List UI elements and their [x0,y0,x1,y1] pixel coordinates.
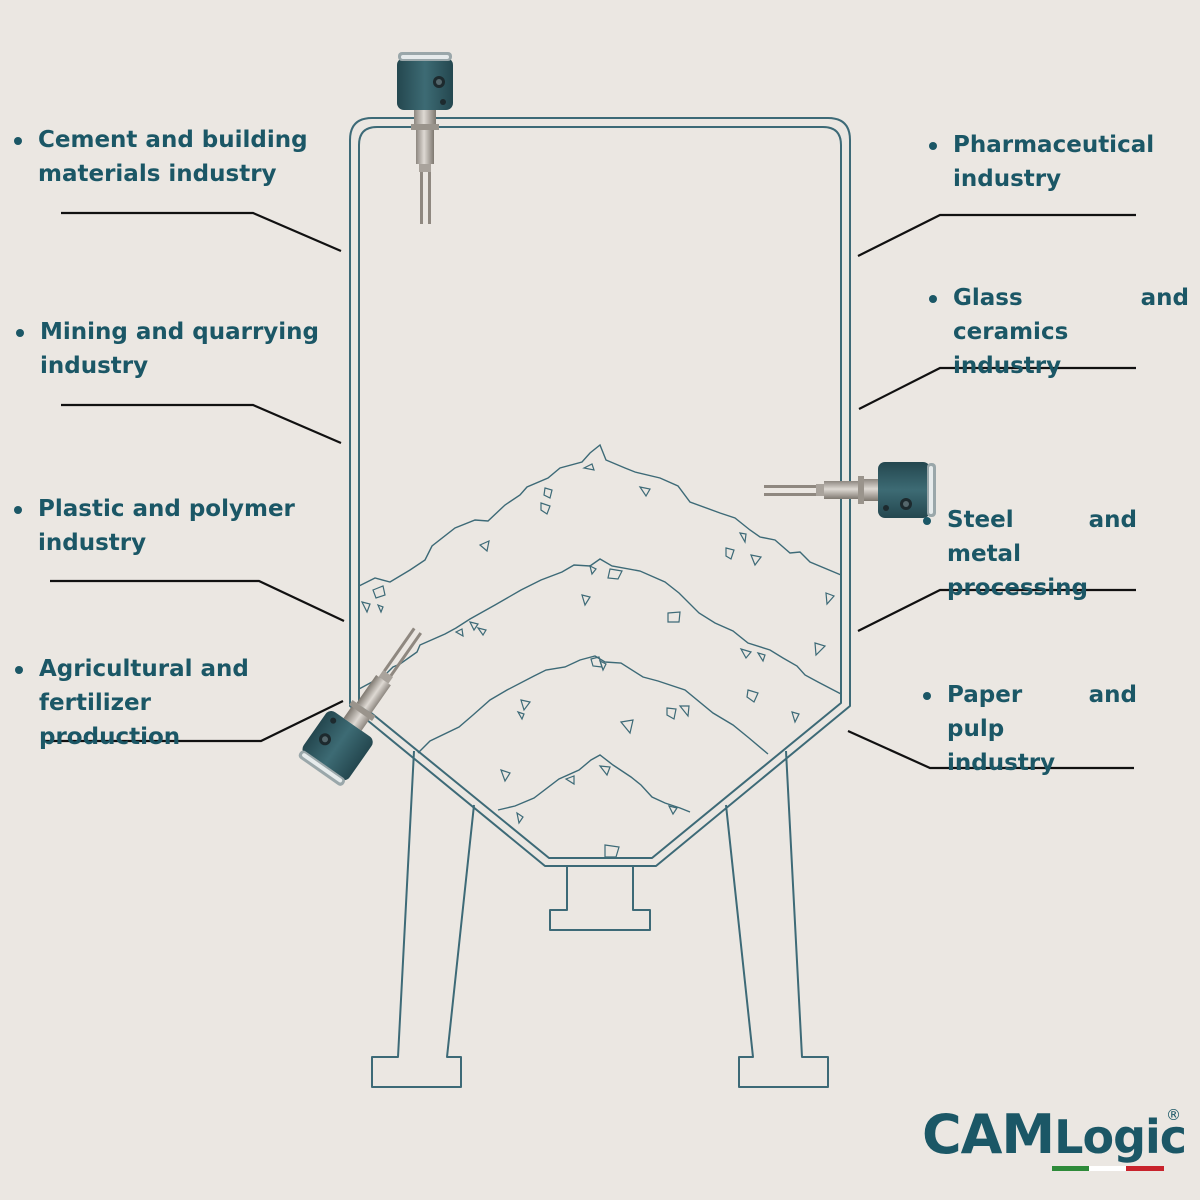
leader-line-pharmaceutical [857,213,1136,257]
vibrating-fork-level-switch-icon [397,52,453,224]
logo-cam-text: CAM [922,1103,1055,1166]
industry-label-agricultural-line2: production [39,724,181,750]
bullet-icon [14,506,22,514]
industry-label-pharmaceutical-line1: Pharmaceutical [953,132,1155,158]
industry-label-plastic-line1: Plastic and polymer [38,496,295,522]
material-particles [360,463,836,858]
industry-label-glass: Glass and ceramics industry [929,281,1189,383]
industry-label-paper-line2: industry [947,750,1056,776]
industry-label-agricultural-line1: Agricultural and fertilizer [39,656,249,716]
bullet-icon [929,295,937,303]
industry-label-pharmaceutical: Pharmaceutical industry [929,128,1189,196]
bullet-icon [923,692,931,700]
leader-line-paper [847,729,1134,770]
industry-label-plastic: Plastic and polymer industry [14,492,344,560]
material-heaps [358,443,842,813]
industry-label-pharmaceutical-line2: industry [953,166,1062,192]
industry-label-cement-line1: Cement and building [38,127,308,153]
industry-label-plastic-line2: industry [38,530,147,556]
leader-line-agricultural [44,700,344,743]
industry-label-glass-line2: industry [953,353,1062,379]
bullet-icon [923,517,931,525]
logo-tricolor-stripe [1052,1166,1164,1171]
bullet-icon [16,329,24,337]
industry-label-mining: Mining and quarrying industry [16,315,346,383]
industry-label-cement-line2: materials industry [38,161,277,187]
industry-label-paper: Paper and pulp industry [923,678,1137,780]
bullet-icon [14,137,22,145]
bullet-icon [929,142,937,150]
industry-label-paper-line1: Paper and pulp [947,682,1137,742]
industry-label-steel-line2: processing [947,575,1088,601]
industry-label-cement: Cement and building materials industry [14,123,344,191]
industry-label-glass-line1: Glass and ceramics [953,285,1189,345]
industry-label-steel-line1: Steel and metal [947,507,1137,567]
camlogic-logo: CAMLogic ® [922,1106,1187,1171]
industry-label-mining-line1: Mining and quarrying [40,319,319,345]
leader-line-mining [61,403,342,445]
leader-line-steel [857,588,1136,632]
leader-lines [44,211,1136,770]
industry-label-steel: Steel and metal processing [923,503,1137,605]
leader-line-cement [61,211,342,253]
industry-label-agricultural: Agricultural and fertilizer production [15,652,355,754]
leader-line-plastic [50,579,345,622]
industry-label-mining-line2: industry [40,353,149,379]
logo-logic-text: Logic [1054,1110,1187,1164]
silo-outline [349,117,851,1088]
registered-mark: ® [1166,1106,1181,1124]
leader-line-glass [858,366,1136,410]
bullet-icon [15,666,23,674]
